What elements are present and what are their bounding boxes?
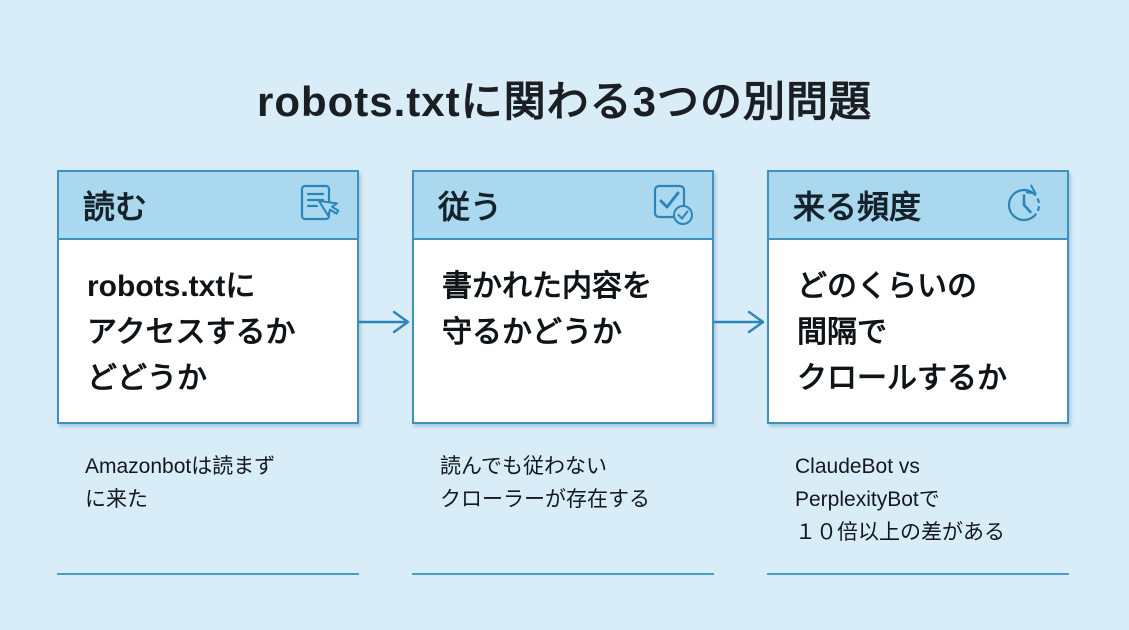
page-title: robots.txtに関わる3つの別問題 <box>256 78 872 125</box>
card-frequency-body: どのくらいの 間隔で クロールするか <box>797 270 1007 395</box>
checkbox-check-icon <box>648 183 696 227</box>
note-underline <box>767 573 1069 575</box>
card-follow: 従う 書かれた内容を 守るかどうか <box>412 170 714 424</box>
note-read-text: Amazonbotは読まず に来た <box>85 455 276 511</box>
card-read-title: 読む <box>83 189 148 225</box>
card-frequency: 来る頻度 どのくらいの 間隔で クロールするか <box>767 170 1069 424</box>
card-frequency-title: 来る頻度 <box>793 189 922 225</box>
card-follow-title: 従う <box>438 189 503 225</box>
card-follow-body: 書かれた内容を 守るかどうか <box>442 270 652 349</box>
note-follow-text: 読んでも従わない クローラーが存在する <box>440 455 650 511</box>
note-underline <box>57 573 359 575</box>
flow-arrow-icon <box>359 310 410 334</box>
note-follow: 読んでも従わない クローラーが存在する <box>412 424 714 575</box>
card-frequency-header: 来る頻度 <box>769 172 1067 240</box>
note-frequency-text: ClaudeBot vs PerplexityBotで １０倍以上の差がある <box>795 455 1005 544</box>
card-read-body: robots.txtに アクセスするか どどうか <box>87 270 296 395</box>
document-cursor-icon <box>293 183 341 227</box>
flow-arrow-icon <box>714 310 765 334</box>
clock-history-icon <box>1003 183 1051 227</box>
card-follow-header: 従う <box>414 172 712 240</box>
note-read: Amazonbotは読まず に来た <box>57 424 359 575</box>
card-read: 読む robots.txtに アクセスするか どどうか <box>57 170 359 424</box>
note-frequency: ClaudeBot vs PerplexityBotで １０倍以上の差がある <box>767 424 1069 575</box>
note-underline <box>412 573 714 575</box>
card-read-header: 読む <box>59 172 357 240</box>
